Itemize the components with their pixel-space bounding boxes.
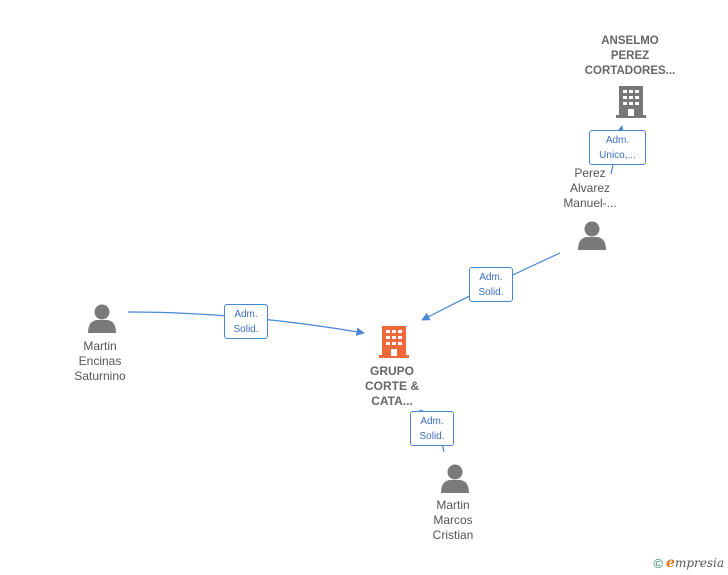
edge-label-line1: Adm. [420, 416, 444, 427]
building-icon[interactable] [379, 326, 409, 358]
person-label-martin-encinas[interactable]: Martin Encinas Saturnino [74, 339, 126, 383]
person-icon[interactable] [441, 464, 469, 494]
edge-label-adm-unico[interactable]: Adm. Unico,... [589, 130, 646, 165]
edge-label-adm-solid[interactable]: Adm. Solid. [410, 411, 454, 446]
brand-logo-text: mpresia [674, 556, 724, 570]
edge-label-line1: Adm. [605, 135, 630, 146]
edge-label-line2: Solid. [478, 287, 504, 298]
person-icon[interactable] [578, 221, 606, 251]
edge-label-line1: Adm. [479, 272, 503, 283]
person-icon[interactable] [88, 304, 116, 334]
company-label-anselmo[interactable]: ANSELMO PEREZ CORTADORES... [584, 35, 676, 77]
building-icon[interactable] [616, 86, 646, 118]
edge-label-line2: Solid. [419, 431, 445, 442]
brand-logo[interactable]: empresia [666, 555, 724, 571]
edge-label-line2: Solid. [233, 324, 259, 335]
edge-label-adm-solid[interactable]: Adm. Solid. [469, 267, 513, 302]
edge-label-adm-solid[interactable]: Adm. Solid. [224, 304, 268, 339]
person-label-martin-marcos[interactable]: Martin Marcos Cristian [432, 498, 474, 542]
edge-label-line2: Unico,... [599, 150, 636, 161]
copyright-icon: © [653, 555, 664, 571]
brand-logo-initial: e [666, 555, 675, 571]
footer-brand: © empresia [653, 555, 724, 571]
edge-label-line1: Adm. [234, 309, 258, 320]
person-label-perez[interactable]: Perez Alvarez Manuel-... [563, 166, 617, 210]
company-label-grupo[interactable]: GRUPO CORTE & CATA... [365, 364, 419, 408]
